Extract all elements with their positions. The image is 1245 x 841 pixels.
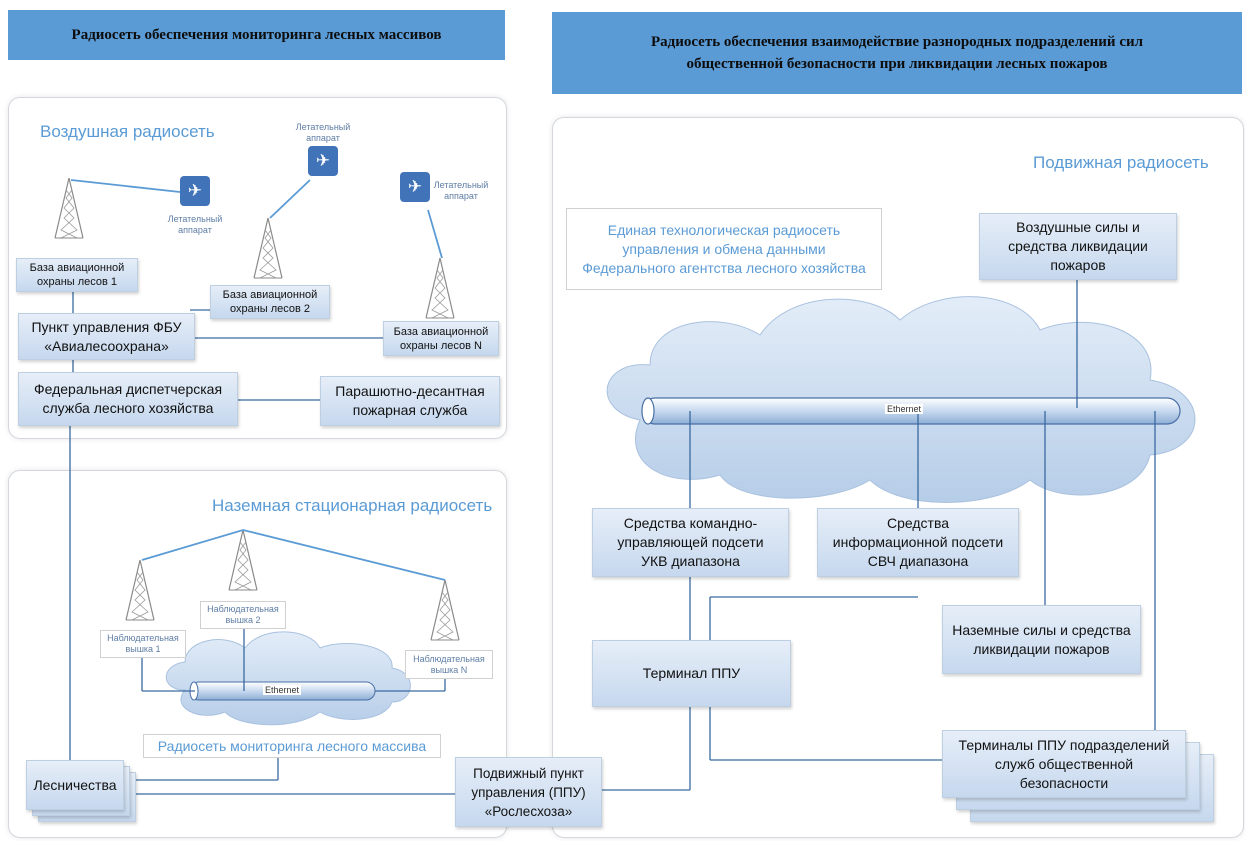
tower-air-1 [54,177,84,239]
air-network-title: Воздушная радиосеть [40,122,215,141]
ground-network-title: Наземная стационарная радиосеть [212,496,493,515]
ppu-terminal-box: Терминал ППУ [592,640,791,707]
monitoring-network-label: Радиосеть мониторинга лесного массива [143,734,441,758]
tower-ground-1 [125,559,155,621]
ground-cloud [165,631,411,726]
mobile-network-title: Подвижная радиосеть [1033,153,1209,172]
aircraft-icon-2: ✈ [308,146,338,176]
ground-ethernet-label: Ethernet [263,685,302,695]
fbu-control-point: Пункт управления ФБУ«Авиалесоохрана» [18,313,195,360]
forestries: Лесничества [26,760,124,810]
header-right: Радиосеть обеспечения взаимодействие раз… [552,12,1242,94]
aircraft-icon-3: ✈ [400,172,430,202]
header-right-line2: общественной безопасности при ликвидации… [686,56,1108,72]
tower-ground-2 [228,529,258,591]
tower-air-N [425,257,455,319]
tower-air-2 [253,217,283,279]
header-left-text: Радиосеть обеспечения мониторинга лесных… [71,27,442,43]
tower-ground-N [430,579,460,641]
header-right-line1: Радиосеть обеспечения взаимодействие раз… [650,34,1144,50]
mobile-ethernet-label: Ethernet [885,404,924,414]
aircraft-icon-1: ✈ [180,176,210,206]
header-left: Радиосеть обеспечения мониторинга лесных… [8,10,505,60]
